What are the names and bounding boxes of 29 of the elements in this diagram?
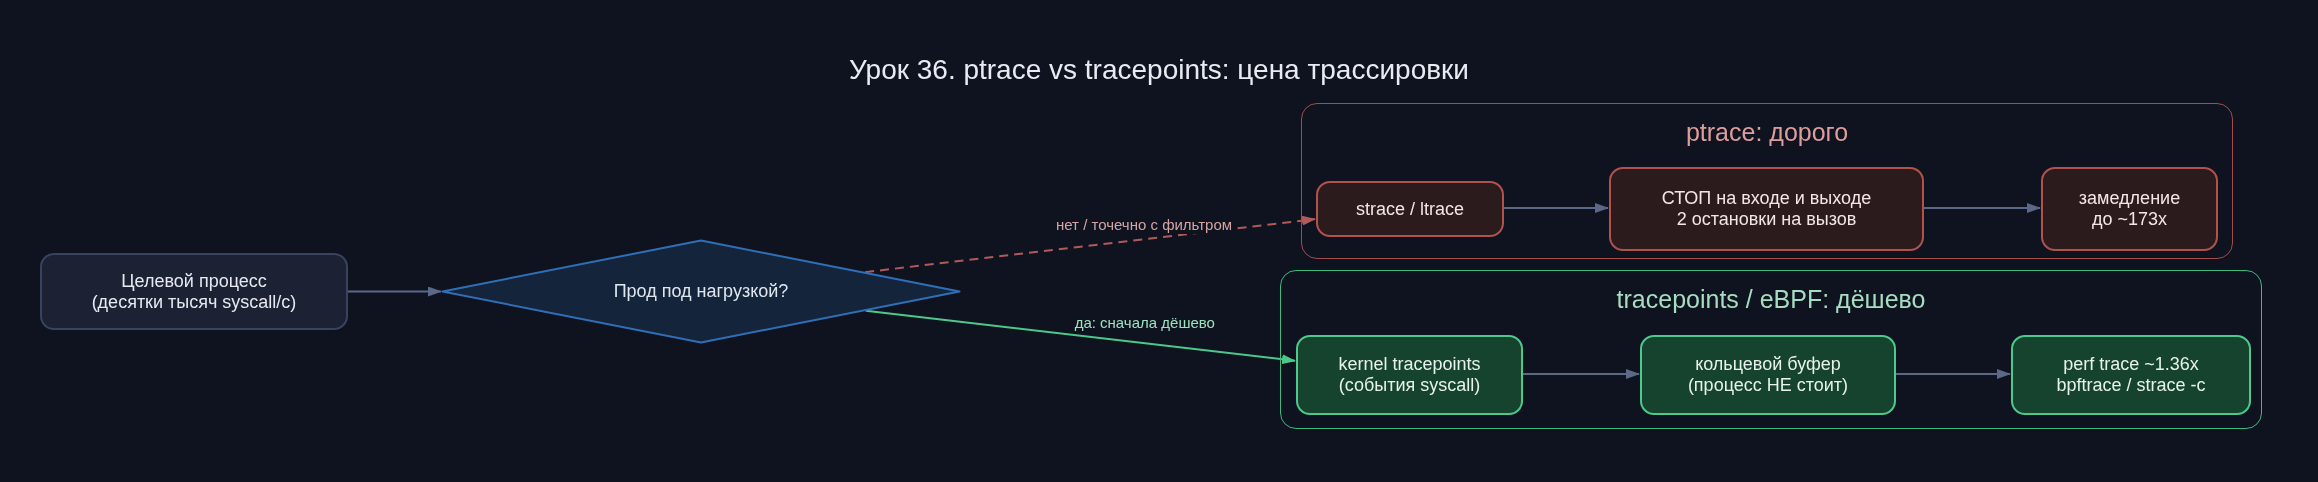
process-box [1640, 335, 1896, 415]
decision-label: Прод под нагрузкой? [613, 281, 789, 302]
process-box [1296, 335, 1523, 415]
process-box [1316, 181, 1504, 237]
arrow [1502, 203, 1609, 213]
group-title: tracepoints / eBPF: дёшево [1616, 284, 1926, 314]
process-box [1609, 167, 1924, 251]
arrow [1922, 203, 2041, 213]
arrow [864, 309, 1296, 365]
dashed-arrow [864, 215, 1316, 274]
process-label: strace / ltrace [1355, 198, 1464, 220]
arrow [1894, 369, 2011, 379]
process-box [40, 253, 348, 330]
process-label: замедление до ~173x [2078, 188, 2181, 230]
process-label: kernel tracepoints (события syscall) [1338, 354, 1481, 396]
group-frame [1280, 270, 2262, 429]
diagram-title: Урок 36. ptrace vs tracepoints: цена трассировки [849, 54, 1469, 86]
process-label: кольцевой буфер (процесс НЕ стоит) [1687, 354, 1849, 396]
process-label: Целевой процесс (десятки тысяч syscall/с) [91, 270, 297, 313]
edge-label: нет / точечно с фильтром [1054, 216, 1235, 235]
group-frame [1301, 103, 2233, 259]
process-box [2041, 167, 2218, 251]
group-title: ptrace: дорого [1685, 117, 1849, 147]
decision-diamond [441, 239, 961, 344]
process-label: СТОП на входе и выходе 2 остановки на вызов [1661, 188, 1872, 230]
arrow [347, 286, 442, 297]
arrow [1521, 369, 1640, 379]
process-label: perf trace ~1.36x bpftrace / strace -c [2056, 354, 2206, 396]
process-box [2011, 335, 2251, 415]
